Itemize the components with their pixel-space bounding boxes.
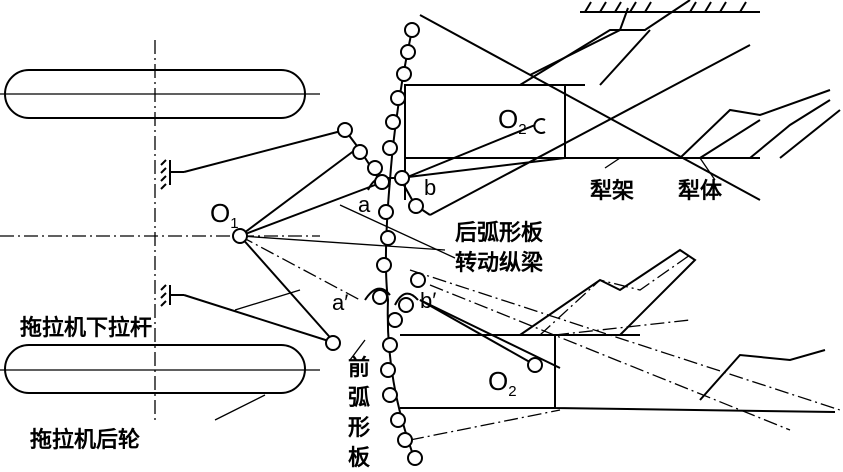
svg-text:弧: 弧 [348, 385, 370, 411]
label-o2-bottom: O2 [488, 366, 517, 400]
hitch-bracket-bottom [160, 284, 184, 307]
svg-text:前: 前 [348, 355, 370, 381]
plow-frame-lower [400, 299, 836, 413]
label-o1: O1 [210, 198, 239, 232]
label-rear-arc-plate: 后弧形板 [455, 220, 544, 246]
ray-o1-beam [239, 235, 446, 251]
leader-rotating-beam [339, 204, 456, 259]
chain-rollers [232, 22, 543, 466]
leader-front-arc [349, 339, 366, 361]
lower-link-top [183, 129, 346, 173]
leader-rear-wheel [214, 394, 266, 421]
plow-body-upper [519, 0, 841, 159]
plow-body-lower [519, 248, 826, 401]
label-tractor-lower-link: 拖拉机下拉杆 [20, 315, 152, 341]
link-o2-top [404, 124, 536, 179]
pivot-o2-top-icon [533, 118, 546, 134]
svg-text:形: 形 [348, 416, 370, 441]
label-front-arc-plate: 前 弧 形 板 [348, 355, 371, 471]
label-plow-body: 犁体 [678, 179, 723, 204]
leader-plow-frame [604, 157, 621, 169]
label-a-prime: a′ [332, 290, 348, 315]
connector-a-prime [364, 287, 391, 301]
connector-b-prime [394, 292, 419, 306]
ray-o1-a-prime [239, 235, 361, 301]
ray-o1-a [239, 184, 376, 237]
label-tractor-rear-wheel: 拖拉机后轮 [30, 427, 140, 453]
link-o2-bottom [419, 299, 536, 366]
ray-o1-lower [239, 235, 336, 344]
label-rotating-beam: 转动纵梁 [455, 250, 543, 276]
label-b-prime: b′ [420, 288, 436, 313]
hitch-bracket-top [160, 159, 184, 190]
leader-lower-link [234, 289, 301, 311]
tractor-wheel-bottom [4, 344, 306, 394]
plow-frame-lower-displaced [409, 254, 841, 441]
svg-text:板: 板 [348, 446, 371, 471]
label-b: b [424, 175, 436, 200]
ground-hatch [580, 1, 760, 13]
label-plow-frame: 犁架 [590, 178, 634, 204]
label-a: a [358, 192, 371, 217]
label-o2-top: O2 [498, 104, 527, 138]
lower-link-bottom [183, 294, 336, 344]
leader-plow-body [699, 157, 716, 181]
ray-o1-upper [239, 149, 356, 237]
